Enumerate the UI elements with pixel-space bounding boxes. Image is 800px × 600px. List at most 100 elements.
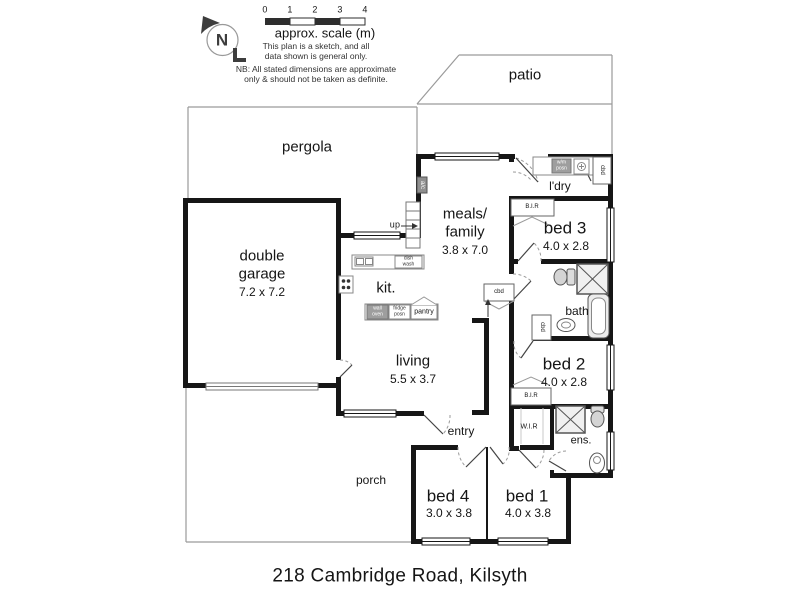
- ens-fixtures: [555, 405, 605, 474]
- scale-tick-3: 3: [337, 4, 343, 15]
- room-label-bed2: bed 2: [542, 354, 586, 374]
- room-dims-bed4: 3.0 x 3.8: [425, 506, 473, 520]
- pantry-label: pantry: [414, 308, 434, 316]
- cooktop-icon: [338, 275, 354, 294]
- room-dims-bed2: 4.0 x 2.8: [540, 375, 588, 389]
- cbd-label-hall: cbd: [494, 289, 504, 295]
- disclaimer-line4: only & should not be taken as definite.: [244, 73, 388, 84]
- window-kitchen: [353, 231, 401, 240]
- bir-label-bed3: B.I.R: [525, 204, 539, 210]
- dishwasher-box: [394, 255, 423, 269]
- wir-door-arc: [535, 449, 545, 469]
- window-bed3: [606, 207, 615, 263]
- laundry-ext-door-arc: [515, 157, 539, 183]
- room-label-meals-2: family: [445, 223, 485, 241]
- bed3-bir-box: [510, 198, 555, 217]
- fridge-box: [388, 304, 411, 320]
- room-label-garage-1: double: [239, 247, 285, 265]
- window-meals: [434, 152, 500, 161]
- bath-fixtures: [553, 263, 610, 339]
- room-label-bed1: bed 1: [505, 486, 549, 506]
- room-label-garage-2: garage: [238, 265, 286, 283]
- disclaimer-line2: data shown is general only.: [264, 50, 368, 61]
- laundry-cupboard: [592, 156, 612, 185]
- bed3-bir-doors: [512, 216, 552, 227]
- disclaimer-line1: This plan is a sketch, and all: [262, 40, 370, 51]
- windows: [343, 152, 615, 546]
- room-label-laundry: l'dry: [549, 179, 571, 193]
- room-label-entry: entry: [447, 424, 475, 438]
- scale-caption: approx. scale (m): [274, 25, 376, 41]
- kitchen-fixtures: [338, 254, 439, 321]
- room-dims-garage: 7.2 x 7.2: [238, 285, 286, 299]
- room-label-bed3: bed 3: [543, 218, 587, 238]
- bed-divider-wall: [486, 447, 488, 542]
- ens-vanity-icon: [589, 452, 605, 474]
- pantry-door-peak: [410, 296, 438, 306]
- bed2-door-arc: [513, 340, 522, 359]
- room-label-meals-1: meals/: [442, 205, 488, 223]
- room-dims-meals: 3.8 x 7.0: [441, 243, 489, 257]
- bed3-door-arc: [533, 242, 542, 262]
- fridge-label: fridge posn: [393, 305, 406, 317]
- room-label-ens: ens.: [570, 434, 592, 447]
- patio-outline: [416, 54, 613, 154]
- window-bed1: [497, 537, 549, 546]
- wm-label: w/m posn: [556, 159, 567, 171]
- bathtub-icon: [587, 293, 610, 339]
- room-dims-bed1: 4.0 x 3.8: [504, 506, 552, 520]
- room-label-living: living: [395, 352, 431, 370]
- room-label-patio: patio: [508, 66, 542, 84]
- wall-oven-box: [366, 304, 389, 320]
- meals-laundry-door-arc: [512, 171, 532, 181]
- bed2-bir-doors: [512, 376, 550, 386]
- pergola-outline: [187, 106, 418, 198]
- scale-tick-4: 4: [362, 4, 368, 15]
- up-arrow-icon: [401, 223, 418, 229]
- bath-cupboard: [531, 314, 552, 341]
- window-bed4: [421, 537, 471, 546]
- bed2-bir-box: [510, 387, 552, 406]
- kitchen-sink-icon: [354, 256, 374, 267]
- hall-cupboard: [483, 283, 515, 302]
- door-swings: [339, 157, 567, 469]
- room-label-porch: porch: [355, 473, 387, 487]
- door-leaves: [339, 157, 592, 472]
- ens-shower-icon: [555, 405, 586, 434]
- garage-door: [205, 382, 319, 391]
- bath-shower-icon: [576, 263, 609, 295]
- bir-label-bed2: B.I.R: [524, 393, 538, 399]
- bath-toilet-icon: [553, 268, 576, 286]
- cbd-label-laundry: cbd: [599, 165, 605, 175]
- north-arrow-icon: [201, 16, 246, 62]
- garage-living-door-arc: [339, 359, 353, 366]
- room-dims-bed3: 4.0 x 2.8: [542, 239, 590, 253]
- entry-door-arc: [442, 414, 451, 435]
- room-label-bath: bath: [565, 304, 589, 318]
- up-label: up: [389, 219, 401, 230]
- ens-door-arc: [548, 450, 567, 462]
- room-label-bed4: bed 4: [426, 486, 470, 506]
- disclaimer-line3: NB: All stated dimensions are approximat…: [235, 63, 397, 74]
- scale-tick-1: 1: [287, 4, 293, 15]
- window-ens: [606, 431, 615, 471]
- hall-arrow-icon: [485, 299, 491, 317]
- ac-unit-box: [416, 176, 428, 194]
- bed1-door-arc: [502, 446, 510, 465]
- north-letter: N: [215, 30, 229, 50]
- laundry-fixtures: [532, 156, 612, 185]
- room-label-kitchen: kit.: [376, 279, 396, 297]
- room-label-wir: W.I.R: [520, 423, 538, 431]
- scale-tick-0: 0: [262, 4, 268, 15]
- ens-toilet-icon: [590, 405, 605, 428]
- address-title: 218 Cambridge Road, Kilsyth: [272, 565, 528, 587]
- dishwasher-label: dish wash: [402, 255, 415, 267]
- room-dims-living: 5.5 x 3.7: [389, 372, 437, 386]
- scale-bar: [265, 17, 366, 26]
- bath-door-arc: [512, 273, 532, 282]
- scale-tick-2: 2: [312, 4, 318, 15]
- bath-vanity-icon: [556, 318, 576, 332]
- window-bed2: [606, 344, 615, 391]
